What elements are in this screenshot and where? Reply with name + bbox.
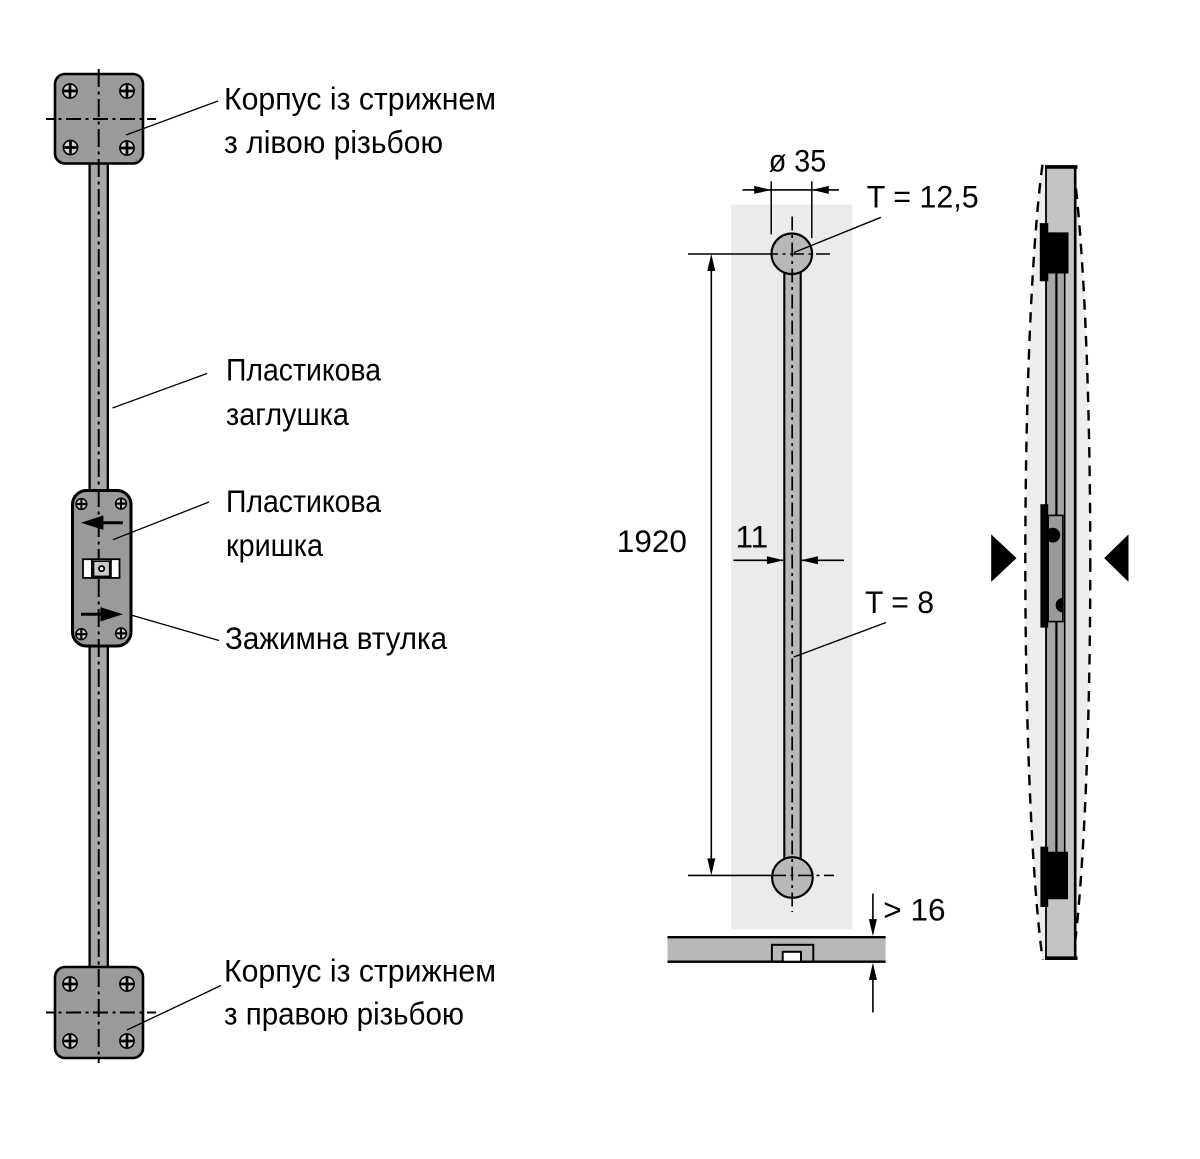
svg-text:Зажимна втулка: Зажимна втулка bbox=[225, 620, 447, 656]
svg-text:з правою різьбою: з правою різьбою bbox=[224, 995, 464, 1031]
svg-text:11: 11 bbox=[736, 519, 769, 555]
svg-text:Корпус із стрижнем: Корпус із стрижнем bbox=[224, 81, 496, 117]
svg-text:ø 35: ø 35 bbox=[769, 142, 827, 178]
svg-text:1920: 1920 bbox=[617, 523, 687, 559]
svg-text:Корпус із стрижнем: Корпус із стрижнем bbox=[224, 953, 496, 989]
svg-text:кришка: кришка bbox=[226, 527, 323, 563]
svg-text:T = 8: T = 8 bbox=[865, 584, 934, 620]
svg-text:Пластикова: Пластикова bbox=[226, 351, 381, 387]
svg-text:> 16: > 16 bbox=[883, 892, 945, 928]
svg-text:T = 12,5: T = 12,5 bbox=[867, 179, 979, 215]
svg-text:Пластикова: Пластикова bbox=[226, 483, 381, 519]
svg-text:з лівою різьбою: з лівою різьбою bbox=[224, 124, 443, 160]
svg-text:заглушка: заглушка bbox=[226, 396, 349, 432]
